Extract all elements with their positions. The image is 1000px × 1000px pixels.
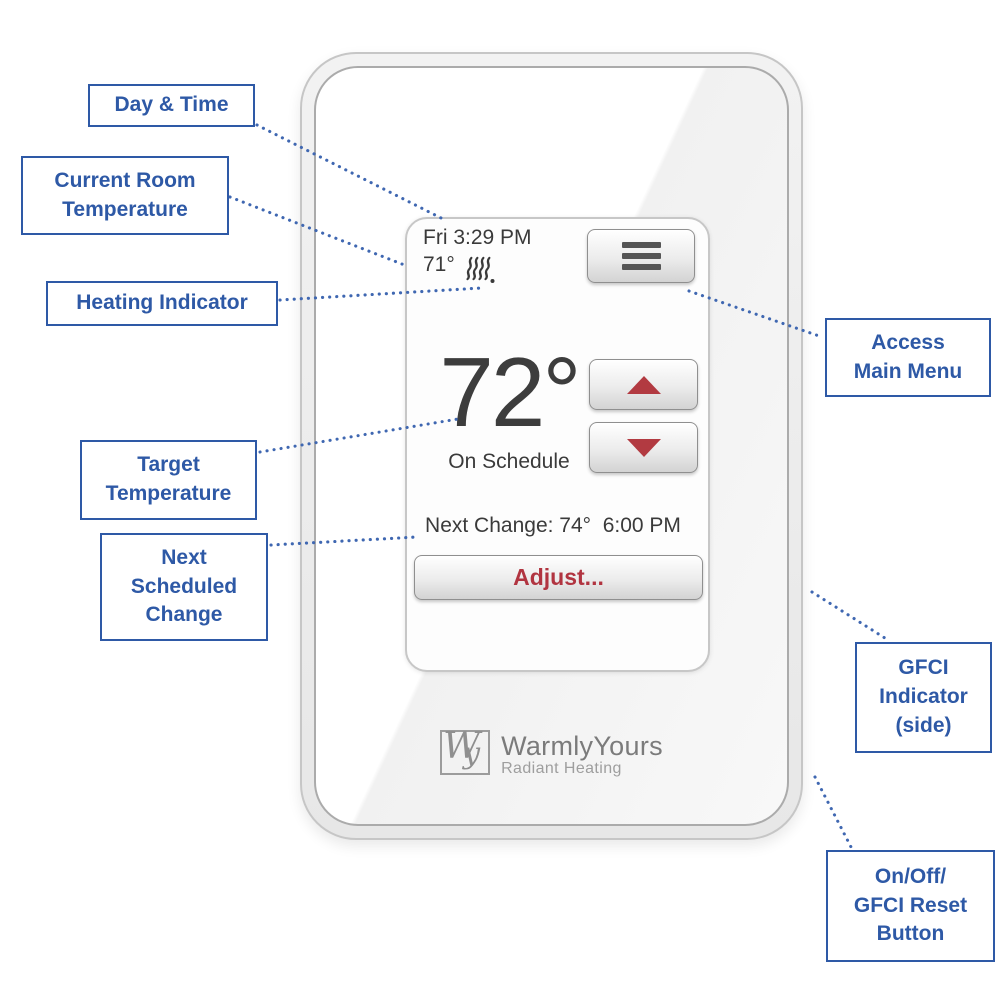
- brand-name: WarmlyYours: [501, 731, 663, 761]
- heating-indicator-icon: [464, 254, 496, 290]
- callout-day-time: Day & Time: [88, 84, 255, 127]
- current-temperature-row: 71°: [423, 253, 496, 290]
- up-arrow-icon: [626, 375, 661, 394]
- callout-access-main-menu: Access Main Menu: [825, 318, 991, 397]
- callout-gfci-indicator: GFCI Indicator (side): [855, 642, 992, 753]
- thermostat-touchscreen: Fri 3:29 PM 71°: [405, 217, 710, 672]
- brand-monogram-icon: W y: [440, 726, 491, 775]
- schedule-mode-label: On Schedule: [448, 450, 570, 473]
- hamburger-icon: [621, 242, 661, 270]
- main-menu-button[interactable]: [587, 229, 695, 283]
- callout-next-scheduled-change: Next Scheduled Change: [100, 533, 268, 641]
- thermostat-device: Fri 3:29 PM 71°: [300, 52, 803, 840]
- leader-line-gfci-indicator: [810, 590, 890, 642]
- day-time-display: Fri 3:29 PM: [423, 226, 532, 249]
- callout-target-temperature: Target Temperature: [80, 440, 257, 520]
- callout-heating-indicator: Heating Indicator: [46, 281, 278, 326]
- down-arrow-icon: [626, 438, 661, 457]
- callout-current-room-temp: Current Room Temperature: [21, 156, 229, 235]
- temperature-up-button[interactable]: [589, 359, 698, 410]
- current-temperature-value: 71°: [423, 253, 455, 276]
- temperature-down-button[interactable]: [589, 422, 698, 473]
- brand-logo: W y WarmlyYours Radiant Heating: [302, 726, 801, 778]
- monogram-letter-w: W: [443, 726, 481, 767]
- target-temperature-display: 72°: [439, 337, 581, 447]
- callout-onoff-gfci-reset: On/Off/ GFCI Reset Button: [826, 850, 995, 962]
- brand-tagline: Radiant Heating: [501, 760, 622, 778]
- adjust-button[interactable]: Adjust...: [414, 555, 703, 600]
- leader-line-onoff-button: [813, 775, 853, 849]
- monogram-letter-y: y: [463, 736, 481, 771]
- next-scheduled-change-text: Next Change: 74° 6:00 PM: [425, 514, 681, 537]
